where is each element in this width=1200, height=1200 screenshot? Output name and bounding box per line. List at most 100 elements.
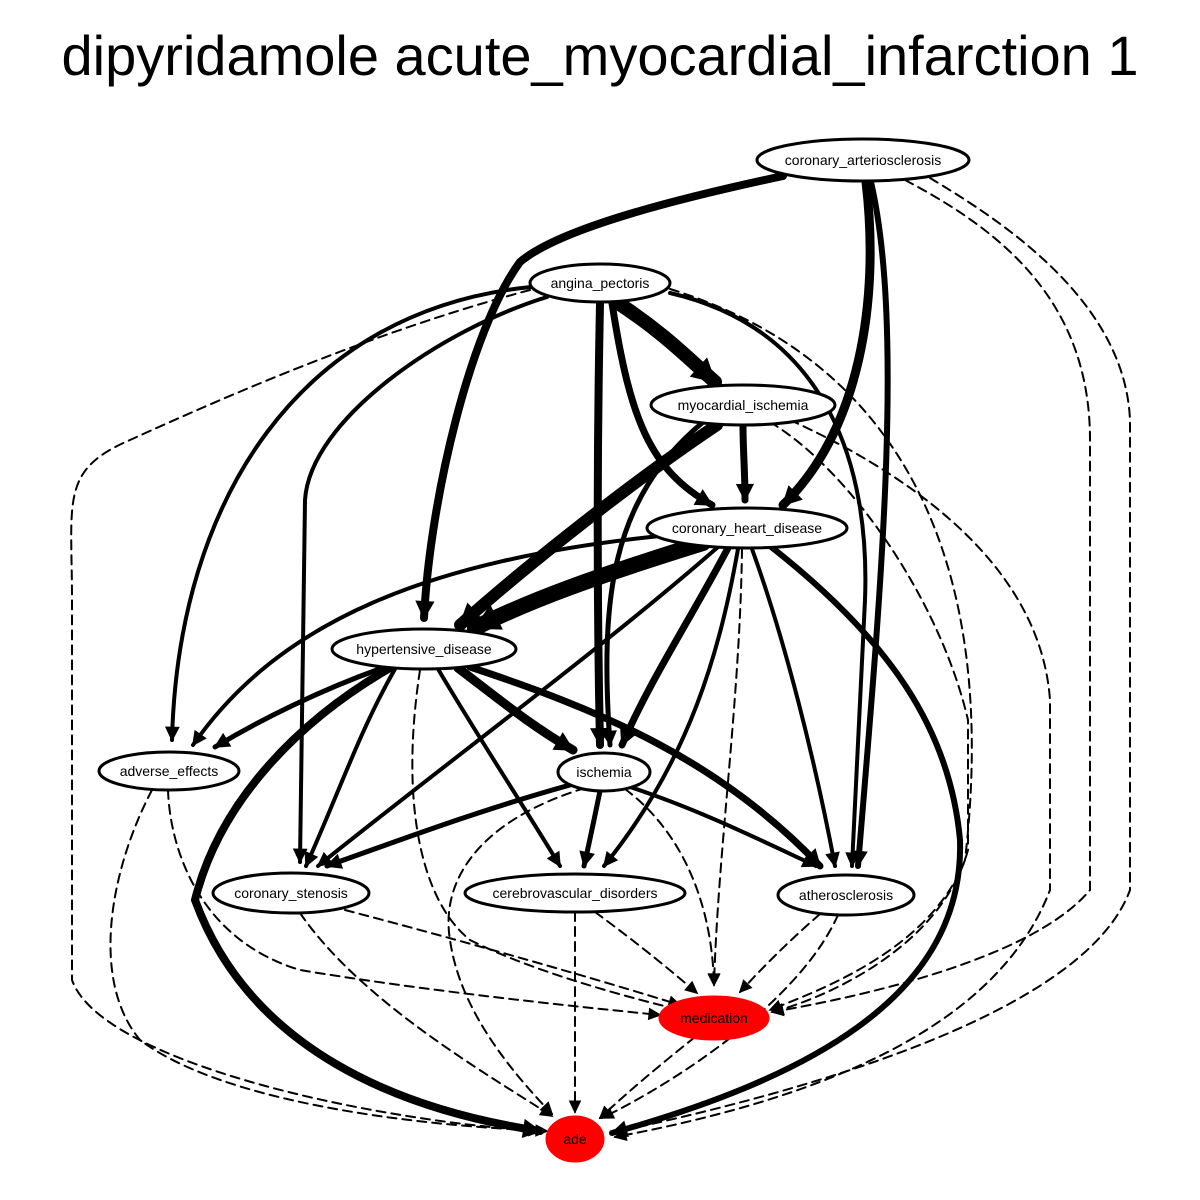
node-medication: medication — [658, 995, 770, 1041]
node-layer: coronary_arteriosclerosis angina_pectoris… — [97, 137, 971, 1163]
arrowhead-icon — [535, 1124, 549, 1137]
edge-line — [614, 419, 1051, 1138]
edge-line — [304, 667, 397, 868]
edge-line — [70, 289, 541, 1132]
edge-coronary_heart_disease-to-ade — [609, 543, 964, 1138]
edge-cerebrovascular_disorders-to-ade — [568, 911, 582, 1114]
arrowhead-icon — [521, 1118, 542, 1138]
edge-line — [618, 544, 732, 749]
arrowhead-icon — [473, 604, 503, 630]
edge-hypertensive_disease-to-ischemia — [453, 663, 578, 755]
edge-line — [624, 788, 715, 986]
edge-angina_pectoris-to-coronary_stenosis — [292, 295, 549, 864]
edge-line — [609, 543, 964, 1136]
arrowhead-icon — [689, 357, 717, 384]
edge-line — [420, 172, 787, 622]
node-myocardial_ischemia: myocardial_ischemia — [649, 383, 837, 427]
edge-line — [344, 909, 681, 1006]
edge-line — [602, 547, 740, 868]
node-shape — [649, 383, 837, 427]
edge-ischemia-to-coronary_stenosis — [324, 782, 573, 869]
edge-line — [739, 913, 821, 993]
edge-line — [411, 669, 681, 1011]
arrowhead-icon — [164, 726, 180, 742]
node-angina_pectoris: angina_pectoris — [528, 262, 672, 304]
arrowhead-icon — [602, 850, 619, 868]
edge-coronary_heart_disease-to-hypertensive_disease — [467, 535, 711, 636]
node-label: medication — [680, 1010, 748, 1026]
arrowhead-icon — [825, 851, 840, 868]
node-label: myocardial_ischemia — [678, 397, 809, 413]
arrowhead-icon — [598, 1105, 613, 1120]
arrowhead-icon — [647, 1007, 662, 1021]
edge-atherosclerosis-to-medication — [738, 913, 821, 994]
arrowhead-icon — [292, 848, 308, 864]
arrowhead-icon — [316, 851, 334, 868]
node-shape — [463, 872, 687, 914]
edge-line — [316, 545, 720, 868]
node-label: cerebrovascular_disorders — [493, 885, 658, 901]
arrowhead-icon — [845, 852, 861, 868]
edge-coronary_arteriosclerosis-to-hypertensive_disease — [415, 172, 787, 622]
edge-coronary_heart_disease-to-ischemia — [618, 544, 732, 749]
node-shape — [211, 871, 371, 915]
edge-angina_pectoris-to-atherosclerosis — [668, 291, 868, 868]
edge-angina_pectoris-to-ade — [70, 289, 542, 1137]
edge-ischemia-to-cerebrovascular_disorders — [579, 788, 603, 869]
node-ischemia: ischemia — [556, 751, 652, 793]
node-shape — [645, 506, 849, 550]
arrowhead-icon — [415, 600, 435, 620]
edge-line — [190, 664, 544, 1135]
edge-line — [855, 179, 891, 869]
node-hypertensive_disease: hypertensive_disease — [330, 627, 518, 671]
edge-adverse_effects-to-ade — [109, 789, 549, 1137]
edge-angina_pectoris-to-adverse_effects — [164, 285, 533, 742]
edge-adverse_effects-to-medication — [167, 789, 662, 1021]
node-coronary_heart_disease: coronary_heart_disease — [645, 506, 849, 550]
node-label: angina_pectoris — [551, 275, 650, 291]
arrowhead-icon — [546, 850, 561, 868]
arrowhead-icon — [538, 1104, 554, 1117]
arrowhead-icon — [781, 485, 803, 507]
edge-line — [447, 787, 586, 1115]
node-shape — [330, 627, 518, 671]
arrowhead-icon — [601, 730, 617, 747]
edge-line — [212, 664, 388, 750]
edge-line — [167, 789, 661, 1016]
arrowhead-icon — [738, 979, 753, 994]
node-shape — [658, 995, 770, 1041]
node-atherosclerosis: atherosclerosis — [776, 873, 916, 917]
edge-medication-to-ade — [598, 1036, 696, 1120]
edge-ischemia-to-ade — [447, 787, 586, 1116]
edge-layer — [70, 172, 1131, 1142]
node-shape — [97, 750, 241, 792]
edge-angina_pectoris-to-coronary_heart_disease — [608, 299, 716, 509]
graph-title: dipyridamole acute_myocardial_infarction… — [61, 24, 1139, 87]
edge-line — [109, 789, 548, 1132]
node-shape — [776, 873, 916, 917]
arrowhead-icon — [610, 1120, 629, 1138]
edge-cerebrovascular_disorders-to-medication — [594, 911, 699, 995]
edge-line — [298, 295, 549, 864]
edge-line — [614, 177, 1131, 1133]
edge-hypertensive_disease-to-adverse_effects — [212, 664, 388, 750]
edge-line — [669, 288, 973, 1011]
edge-line — [299, 912, 553, 1117]
edge-hypertensive_disease-to-ade — [190, 664, 544, 1138]
edge-line — [466, 663, 824, 870]
edge-line — [608, 299, 716, 509]
arrowhead-icon — [707, 973, 720, 987]
arrowhead-icon — [770, 1003, 785, 1016]
arrowhead-icon — [800, 853, 818, 868]
edge-coronary_stenosis-to-ade — [299, 912, 554, 1117]
node-label: coronary_arteriosclerosis — [785, 152, 941, 168]
arrowhead-icon — [693, 489, 714, 506]
arrowhead-icon — [192, 729, 207, 747]
arrowhead-icon — [325, 853, 344, 869]
edge-myocardial_ischemia-to-ischemia — [601, 420, 705, 748]
node-shape — [755, 137, 971, 183]
node-coronary_stenosis: coronary_stenosis — [211, 871, 371, 915]
edge-line — [713, 548, 743, 986]
node-label: coronary_stenosis — [234, 885, 348, 901]
edge-line — [324, 782, 573, 869]
